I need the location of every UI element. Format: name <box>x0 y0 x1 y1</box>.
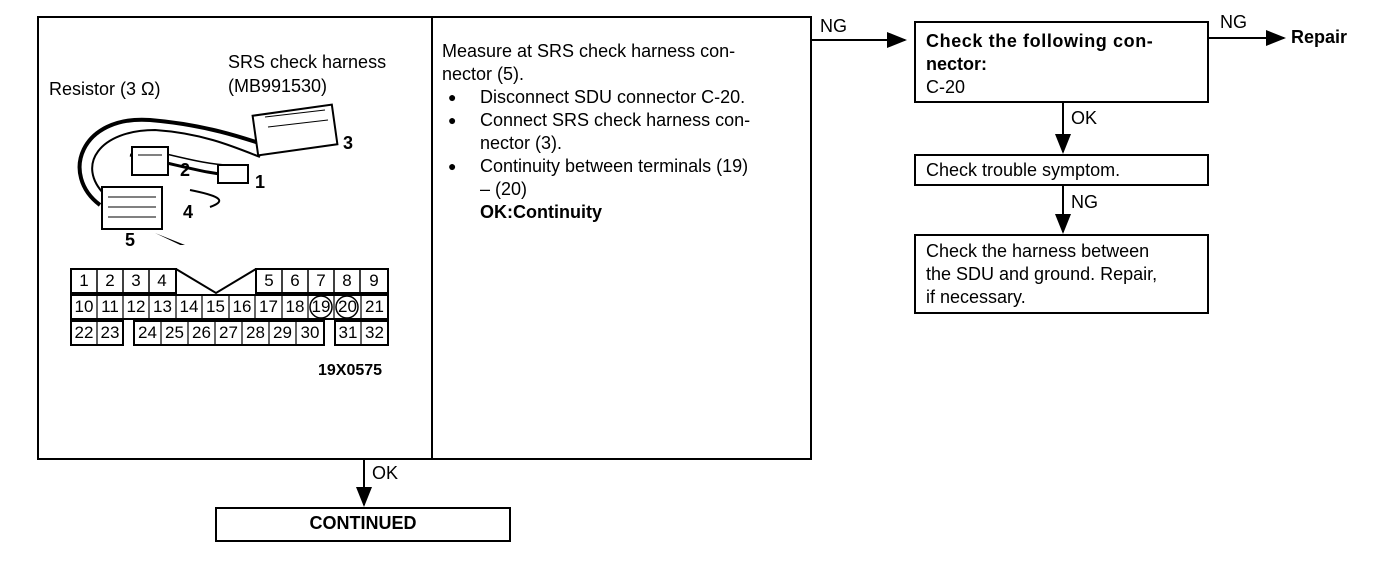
ng-label-main: NG <box>820 16 847 36</box>
check-connector-line1-row: Check the following con- <box>926 30 1196 53</box>
pin-30: 30 <box>300 323 320 342</box>
pin-18: 18 <box>285 297 305 316</box>
harness-illustration <box>60 95 380 245</box>
bullet-line: nector (3). <box>480 133 563 153</box>
callout-4: 4 <box>183 202 194 222</box>
bullet-item: Continuity between terminals (19) – (20)… <box>442 155 802 224</box>
check-connector-line2: nector: <box>926 54 988 74</box>
ng-label-repair: NG <box>1220 12 1247 32</box>
instruction-heading-line2: nector (5). <box>442 64 525 84</box>
harness-label-line2: (MB991530) <box>228 76 328 96</box>
pin-25: 25 <box>165 323 184 342</box>
pin-1: 1 <box>79 271 89 290</box>
continued-label: CONTINUED <box>309 513 417 533</box>
harness-drawing <box>77 103 339 245</box>
check-symptom-box: Check trouble symptom. <box>914 154 1209 186</box>
harness-label-line1: SRS check harness <box>228 52 387 72</box>
pin-2: 2 <box>105 271 115 290</box>
pin-23: 23 <box>100 323 120 342</box>
step-divider <box>431 16 433 460</box>
check-connector-box: Check the following con- nector: C-20 <box>914 21 1209 103</box>
pin-24: 24 <box>138 323 157 342</box>
bullet-item: Connect SRS check harness con- nector (3… <box>442 109 802 155</box>
pin-11: 11 <box>101 297 119 316</box>
resistor-label: Resistor (3 Ω) <box>49 79 161 99</box>
continued-box: CONTINUED <box>215 507 511 542</box>
ok-label-symptom: OK <box>1071 108 1098 128</box>
repair-label: Repair <box>1291 27 1348 47</box>
check-harness-line2: the SDU and ground. Repair, <box>926 264 1158 284</box>
bullet-line: – (20) <box>480 179 528 199</box>
check-harness-box: Check the harness between the SDU and gr… <box>914 234 1209 314</box>
bullet-line: Disconnect SDU connector C-20. <box>480 87 746 107</box>
pin-19: 19 <box>311 297 331 316</box>
pin-31: 31 <box>338 323 358 342</box>
bullet-line: Connect SRS check harness con- <box>480 110 751 130</box>
instruction-block: Measure at SRS check harness con- nector… <box>442 40 802 224</box>
connector-pinout: 1 2 3 4 5 6 7 8 9 10 11 12 13 14 15 16 1… <box>70 268 390 350</box>
pin-20: 20 <box>338 297 357 316</box>
check-connector-line3: C-20 <box>926 77 966 97</box>
pin-13: 13 <box>153 297 172 316</box>
pin-5: 5 <box>264 271 274 290</box>
pinout-grid <box>70 268 389 346</box>
pin-14: 14 <box>179 297 199 316</box>
callout-1: 1 <box>255 172 266 192</box>
pin-4: 4 <box>157 271 167 290</box>
callout-5: 5 <box>125 230 136 250</box>
instruction-heading-line1: Measure at SRS check harness con- <box>442 41 736 61</box>
pin-21: 21 <box>365 297 384 316</box>
pin-17: 17 <box>259 297 278 316</box>
bullet-item: Disconnect SDU connector C-20. <box>442 86 802 109</box>
check-harness-line3: if necessary. <box>926 287 1026 307</box>
ok-condition: OK:Continuity <box>480 202 602 222</box>
callout-3: 3 <box>343 133 354 153</box>
pin-7: 7 <box>316 271 326 290</box>
pin-15: 15 <box>206 297 225 316</box>
check-connector-text: Check the following con- nector: C-20 <box>926 30 1196 99</box>
figure-code: 19X0575 <box>318 362 383 379</box>
bullet-line: Continuity between terminals (19) <box>480 156 749 176</box>
pin-27: 27 <box>219 323 238 342</box>
check-symptom-text: Check trouble symptom. <box>926 160 1121 180</box>
pin-32: 32 <box>365 323 384 342</box>
pin-12: 12 <box>126 297 146 316</box>
check-connector-line1: Check the following con- <box>926 31 1154 51</box>
pin-9: 9 <box>369 271 379 290</box>
pin-8: 8 <box>342 271 352 290</box>
pin-28: 28 <box>246 323 265 342</box>
pin-10: 10 <box>74 297 94 316</box>
pin-29: 29 <box>273 323 292 342</box>
pin-3: 3 <box>131 271 141 290</box>
ng-label-harness: NG <box>1071 192 1098 212</box>
pin-26: 26 <box>192 323 211 342</box>
pin-22: 22 <box>74 323 94 342</box>
pin-16: 16 <box>232 297 252 316</box>
pin-6: 6 <box>290 271 300 290</box>
callout-2: 2 <box>180 160 191 180</box>
check-harness-text: Check the harness between the SDU and gr… <box>926 240 1206 309</box>
check-harness-line1: Check the harness between <box>926 241 1150 261</box>
ok-label-main: OK <box>372 463 399 483</box>
instruction-bullets: Disconnect SDU connector C-20. Connect S… <box>442 86 802 224</box>
